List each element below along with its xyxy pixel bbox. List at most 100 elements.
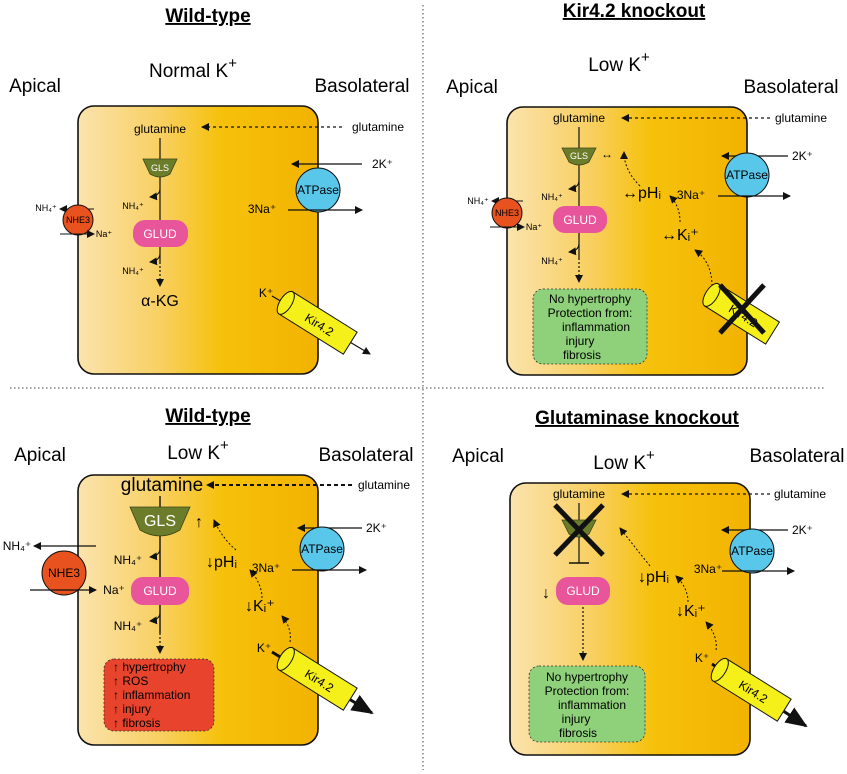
k-to-ph-arrow bbox=[249, 569, 263, 599]
gls-enzyme bbox=[142, 158, 178, 178]
knockout-cross-icon bbox=[553, 503, 605, 557]
atpase-pump bbox=[299, 526, 345, 572]
nh4-label-2: NH₄⁺ bbox=[114, 619, 143, 633]
gls-enzyme bbox=[129, 506, 191, 537]
ph-to-gls-arrow bbox=[620, 151, 641, 187]
outcome-line: inflammation bbox=[562, 320, 630, 334]
na-ext-label: Na⁺ bbox=[526, 222, 543, 232]
outcome-line: injury bbox=[566, 334, 595, 348]
two-k-label: 2K⁺ bbox=[372, 157, 393, 171]
atpase-label: ATPase bbox=[726, 168, 768, 182]
glutamine-label: glutamine bbox=[134, 122, 186, 136]
outcome-line: inflammation bbox=[558, 698, 626, 712]
glud-label: GLUD bbox=[563, 213, 597, 227]
gls-unchanged-symbol: ↔ bbox=[601, 147, 613, 161]
outcome-box bbox=[103, 658, 215, 732]
nhe3-label: NHE3 bbox=[48, 566, 80, 580]
kir-to-k-arrow bbox=[694, 249, 713, 287]
k-to-ph-arrow bbox=[675, 575, 689, 603]
gls-enzyme bbox=[561, 147, 597, 166]
three-na-label: 3Na⁺ bbox=[248, 202, 276, 216]
three-na-label: 3Na⁺ bbox=[694, 562, 722, 576]
akg-label: α-KG bbox=[141, 293, 179, 310]
outcome-line: No hypertrophy bbox=[549, 292, 631, 306]
nhe3-label: NHE3 bbox=[66, 215, 90, 225]
glud-label: GLUD bbox=[143, 584, 177, 598]
glutamine-label: glutamine bbox=[553, 111, 605, 125]
panel-wild-type-low-k: Wild-type Low K+ Apical Basolateral glut… bbox=[3, 406, 414, 746]
apical-label: Apical bbox=[9, 76, 61, 97]
glud-decrease-arrow: ↓ bbox=[542, 585, 550, 602]
condition-label: Normal K+ bbox=[149, 55, 237, 82]
knockout-cross-icon bbox=[718, 283, 766, 335]
condition-label: Low K+ bbox=[167, 437, 229, 464]
outcome-box bbox=[532, 288, 648, 365]
k-indicator: ↔Kᵢ⁺ bbox=[661, 227, 699, 244]
glutamine-ext-label: glutamine bbox=[775, 111, 827, 125]
basolateral-label: Basolateral bbox=[743, 77, 838, 98]
outcome-line: injury bbox=[562, 712, 591, 726]
glud-enzyme bbox=[553, 206, 607, 233]
outcome-line: ↑ ROS bbox=[113, 674, 148, 688]
nh4-label-2: NH₄⁺ bbox=[122, 266, 144, 276]
basolateral-label: Basolateral bbox=[314, 76, 409, 97]
panel-glutaminase-knockout-low-k: Glutaminase knockout Low K+ Apical Basol… bbox=[452, 408, 845, 756]
gls-label: GLS bbox=[151, 163, 169, 173]
ph-indicator: ↓pHᵢ bbox=[206, 554, 237, 571]
ph-indicator: ↔pHᵢ bbox=[622, 185, 661, 202]
nh4-branch-2 bbox=[149, 611, 161, 625]
panel-wild-type-normal-k: Wild-type Normal K+ Apical Basolateral g… bbox=[9, 6, 410, 375]
k-plus-label: K⁺ bbox=[257, 641, 271, 655]
outcome-line: ↑ injury bbox=[113, 702, 151, 716]
glud-enzyme bbox=[131, 577, 189, 605]
gls-label: GLS bbox=[144, 513, 176, 530]
cell-body bbox=[77, 105, 319, 375]
nh4-label-1: NH₄⁺ bbox=[541, 192, 563, 202]
glud-label: GLUD bbox=[566, 584, 600, 598]
atpase-label: ATPase bbox=[731, 544, 773, 558]
nhe3-transporter bbox=[62, 204, 94, 236]
basolateral-label: Basolateral bbox=[749, 446, 844, 467]
glutamine-ext-label: glutamine bbox=[774, 487, 826, 501]
k-indicator: ↓Kᵢ⁺ bbox=[245, 598, 275, 615]
nh4-branch-1 bbox=[149, 547, 161, 561]
glutamine-label: glutamine bbox=[553, 487, 605, 501]
na-ext-label: Na⁺ bbox=[96, 229, 113, 239]
outcome-line: Protection from: bbox=[548, 306, 633, 320]
nhe3-transporter bbox=[491, 197, 523, 229]
nh4-label-2: NH₄⁺ bbox=[541, 256, 563, 266]
atpase-pump bbox=[295, 167, 341, 213]
panel-kir42-knockout-low-k: Kir4.2 knockout Low K+ Apical Basolatera… bbox=[446, 1, 839, 376]
panel-title: Wild-type bbox=[165, 406, 250, 427]
condition-label: Low K+ bbox=[588, 49, 650, 76]
two-k-label: 2K⁺ bbox=[792, 149, 813, 163]
apical-label: Apical bbox=[14, 445, 66, 466]
atpase-pump bbox=[729, 528, 775, 574]
atpase-pump bbox=[724, 152, 770, 198]
kir42-channel: Kir4.2 bbox=[710, 657, 792, 722]
outcome-line: ↑ hypertrophy bbox=[113, 660, 186, 674]
nh4-ext-label: NH₄⁺ bbox=[3, 539, 32, 553]
glud-label: GLUD bbox=[143, 227, 177, 241]
apical-label: Apical bbox=[452, 446, 504, 467]
k-indicator: ↓Kᵢ⁺ bbox=[676, 603, 706, 620]
nh4-label-1: NH₄⁺ bbox=[114, 553, 143, 567]
glud-enzyme bbox=[133, 220, 188, 247]
ph-to-gls-arrow bbox=[619, 527, 651, 567]
na-ext-label: Na⁺ bbox=[103, 583, 125, 597]
nh4-label-1: NH₄⁺ bbox=[122, 201, 144, 211]
kir42-channel: Kir4.2 bbox=[276, 290, 358, 355]
nh4-branch-1 bbox=[149, 187, 161, 201]
outcome-line: ↑ fibrosis bbox=[113, 716, 160, 730]
panel-title: Wild-type bbox=[165, 6, 250, 27]
gls-increase-arrow: ↑ bbox=[195, 514, 203, 531]
panel-title: Kir4.2 knockout bbox=[563, 1, 706, 22]
outcome-line: ↑ inflammation bbox=[113, 688, 190, 702]
nh4-branch-2 bbox=[149, 252, 161, 266]
glutamine-ext-label: glutamine bbox=[358, 478, 410, 492]
nh4-branch-2 bbox=[568, 242, 580, 256]
two-k-label: 2K⁺ bbox=[366, 521, 387, 535]
atpase-label: ATPase bbox=[297, 183, 339, 197]
nh4-branch-1 bbox=[568, 179, 580, 193]
